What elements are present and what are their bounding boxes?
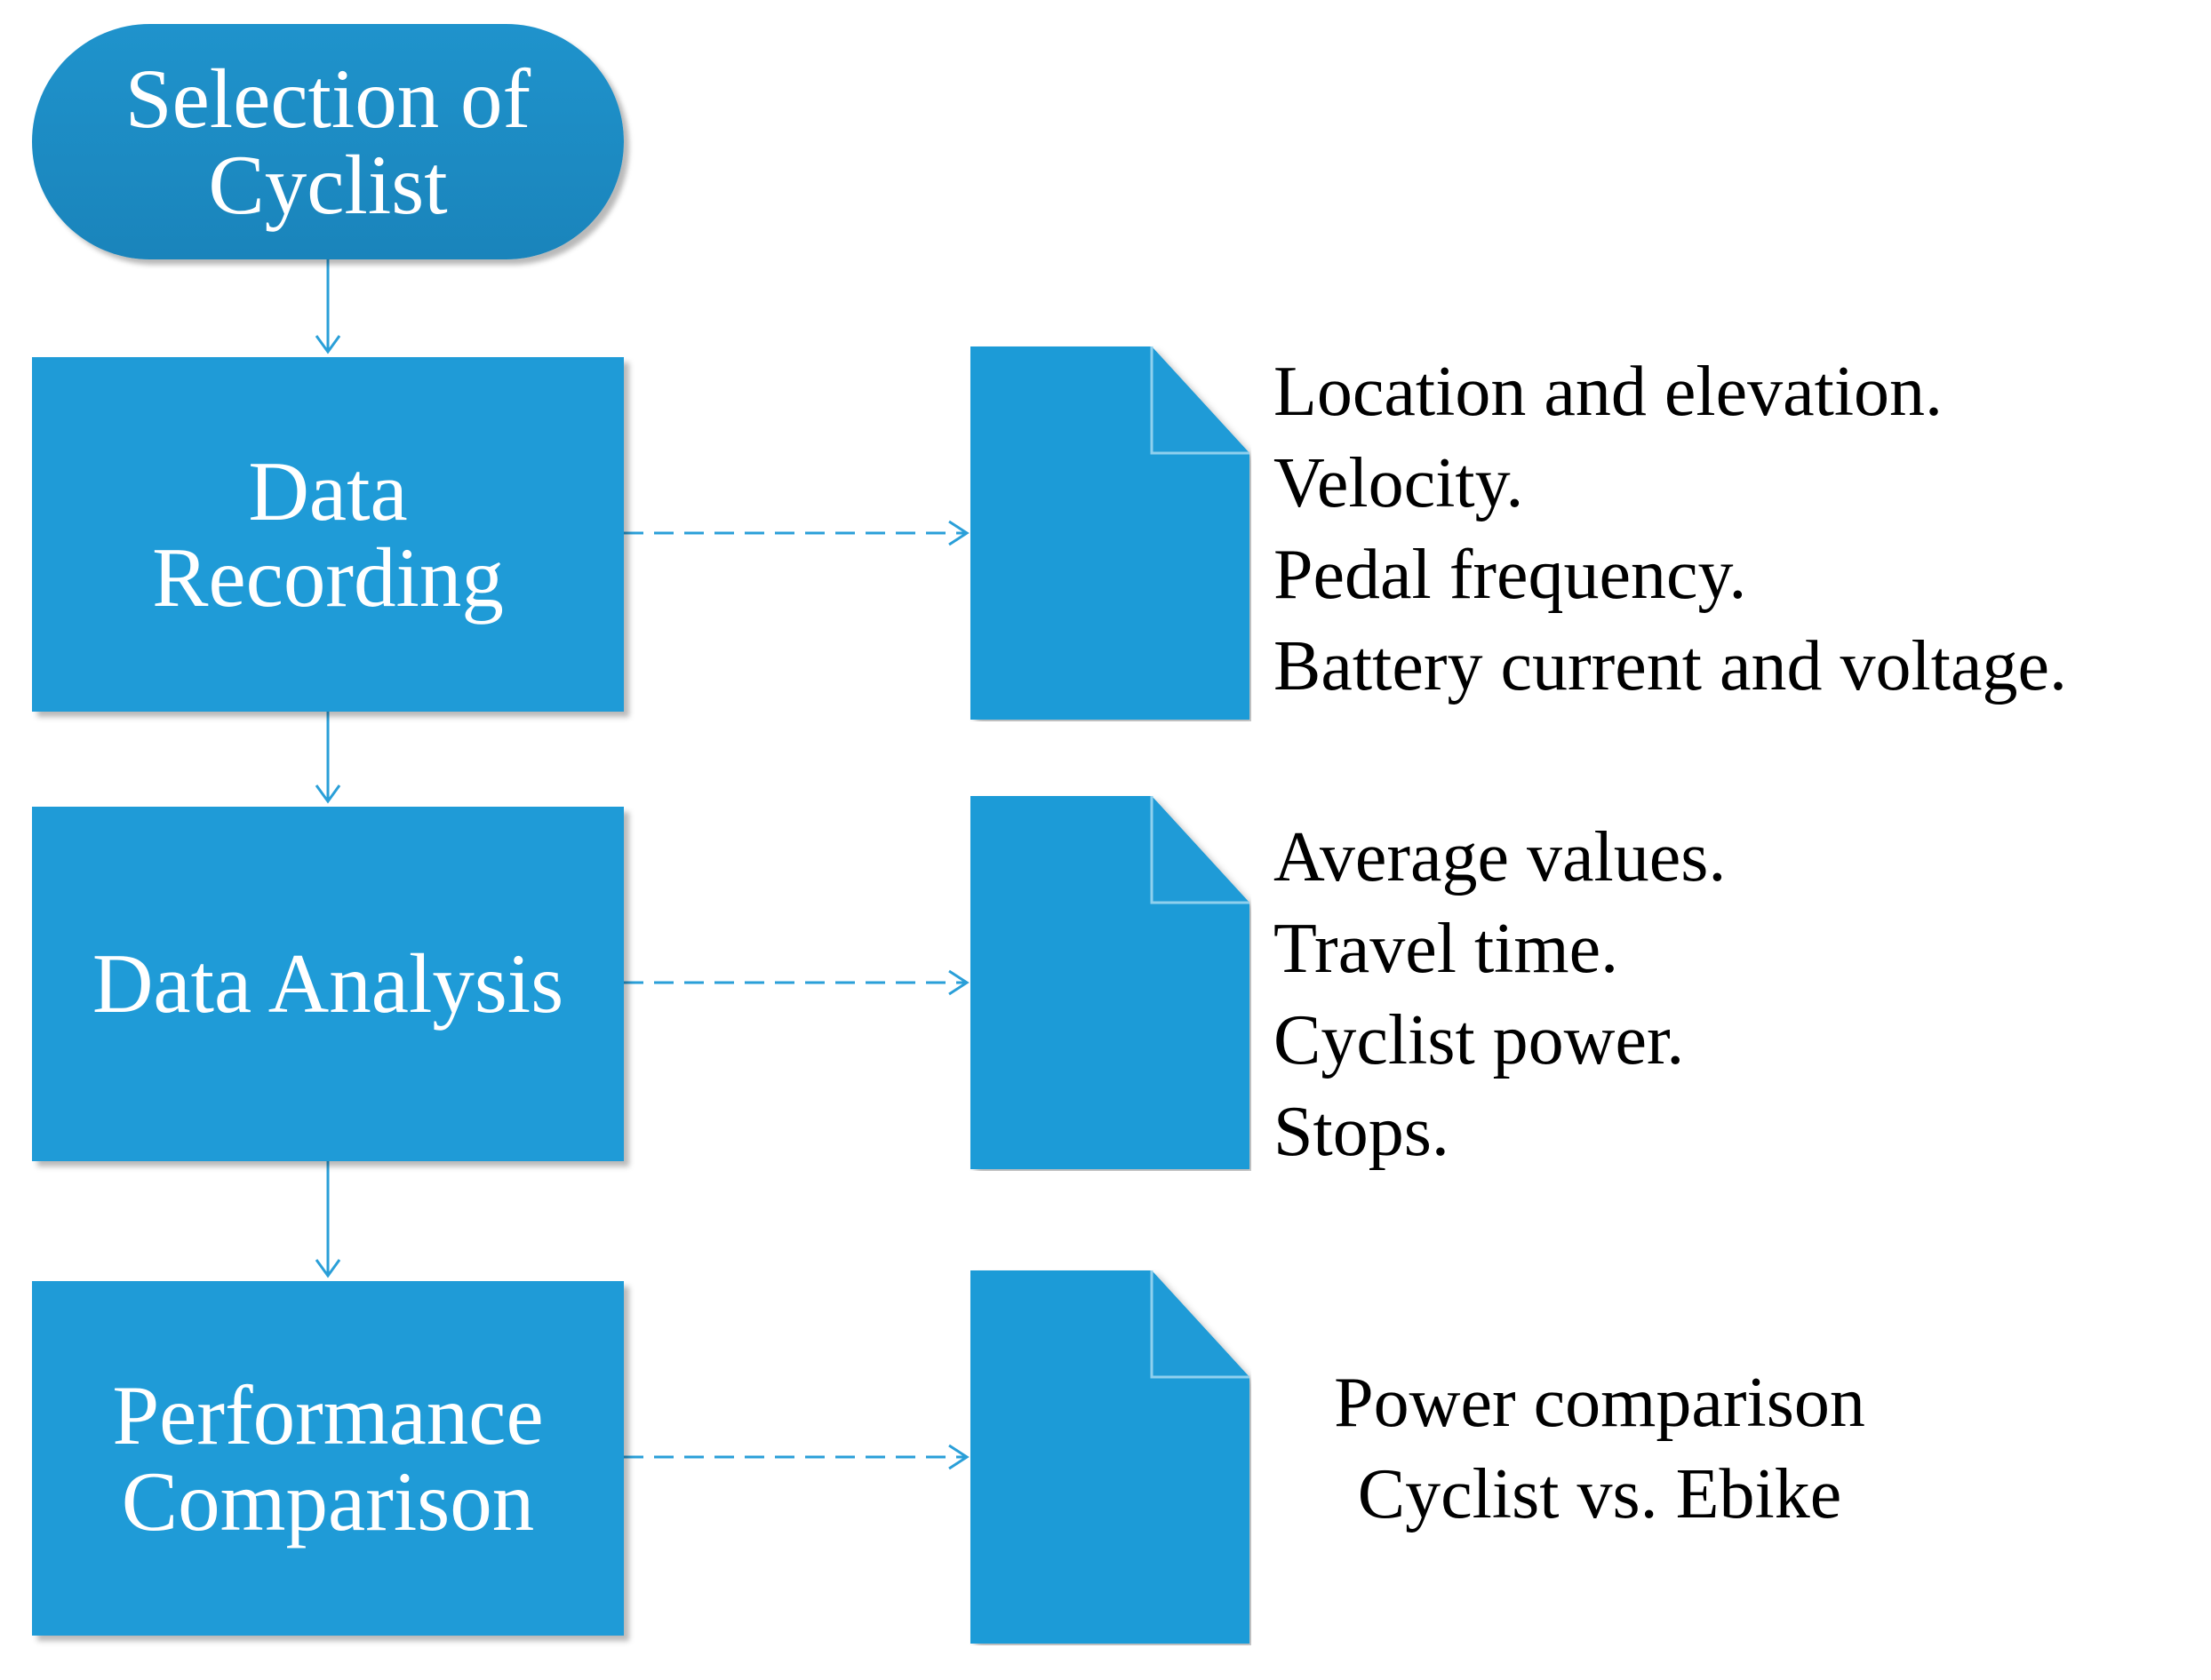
list-item: Battery current and voltage. — [1273, 627, 2067, 705]
list-item: Location and elevation. — [1273, 353, 1944, 431]
document-icon-analysis — [970, 796, 1249, 1169]
analysis-label: Data Analysis — [92, 936, 564, 1031]
list-item: Power comparison — [1334, 1364, 1865, 1442]
comparison-label-line1: Performance — [112, 1367, 544, 1462]
start-label-line2: Cyclist — [208, 137, 448, 232]
process-data-analysis: Data Analysis — [32, 807, 624, 1161]
list-item: Velocity. — [1273, 444, 1524, 522]
document-icon-comparison — [970, 1270, 1249, 1644]
recording-label-line2: Recording — [152, 529, 504, 625]
process-data-recording: Data Recording — [32, 357, 624, 712]
process-performance-comparison: Performance Comparison — [32, 1281, 624, 1636]
analysis-output-list: Average values. Travel time. Cyclist pow… — [1273, 812, 1726, 1178]
list-item: Pedal frequency. — [1273, 536, 1747, 614]
recording-output-list: Location and elevation. Velocity. Pedal … — [1273, 346, 2067, 713]
list-item: Average values. — [1273, 818, 1727, 896]
comparison-label-line2: Comparison — [121, 1453, 535, 1549]
start-label-line1: Selection of — [124, 51, 531, 146]
document-icon-recording — [970, 346, 1249, 720]
list-item: Travel time. — [1273, 910, 1619, 988]
list-item: Cyclist vs. Ebike — [1357, 1455, 1842, 1533]
recording-label-line1: Data — [248, 443, 408, 538]
comparison-output-list: Power comparison Cyclist vs. Ebike — [1271, 1358, 1928, 1541]
list-item: Cyclist power. — [1273, 1001, 1685, 1079]
list-item: Stops. — [1273, 1093, 1449, 1171]
start-terminal: Selection of Cyclist — [32, 24, 624, 259]
